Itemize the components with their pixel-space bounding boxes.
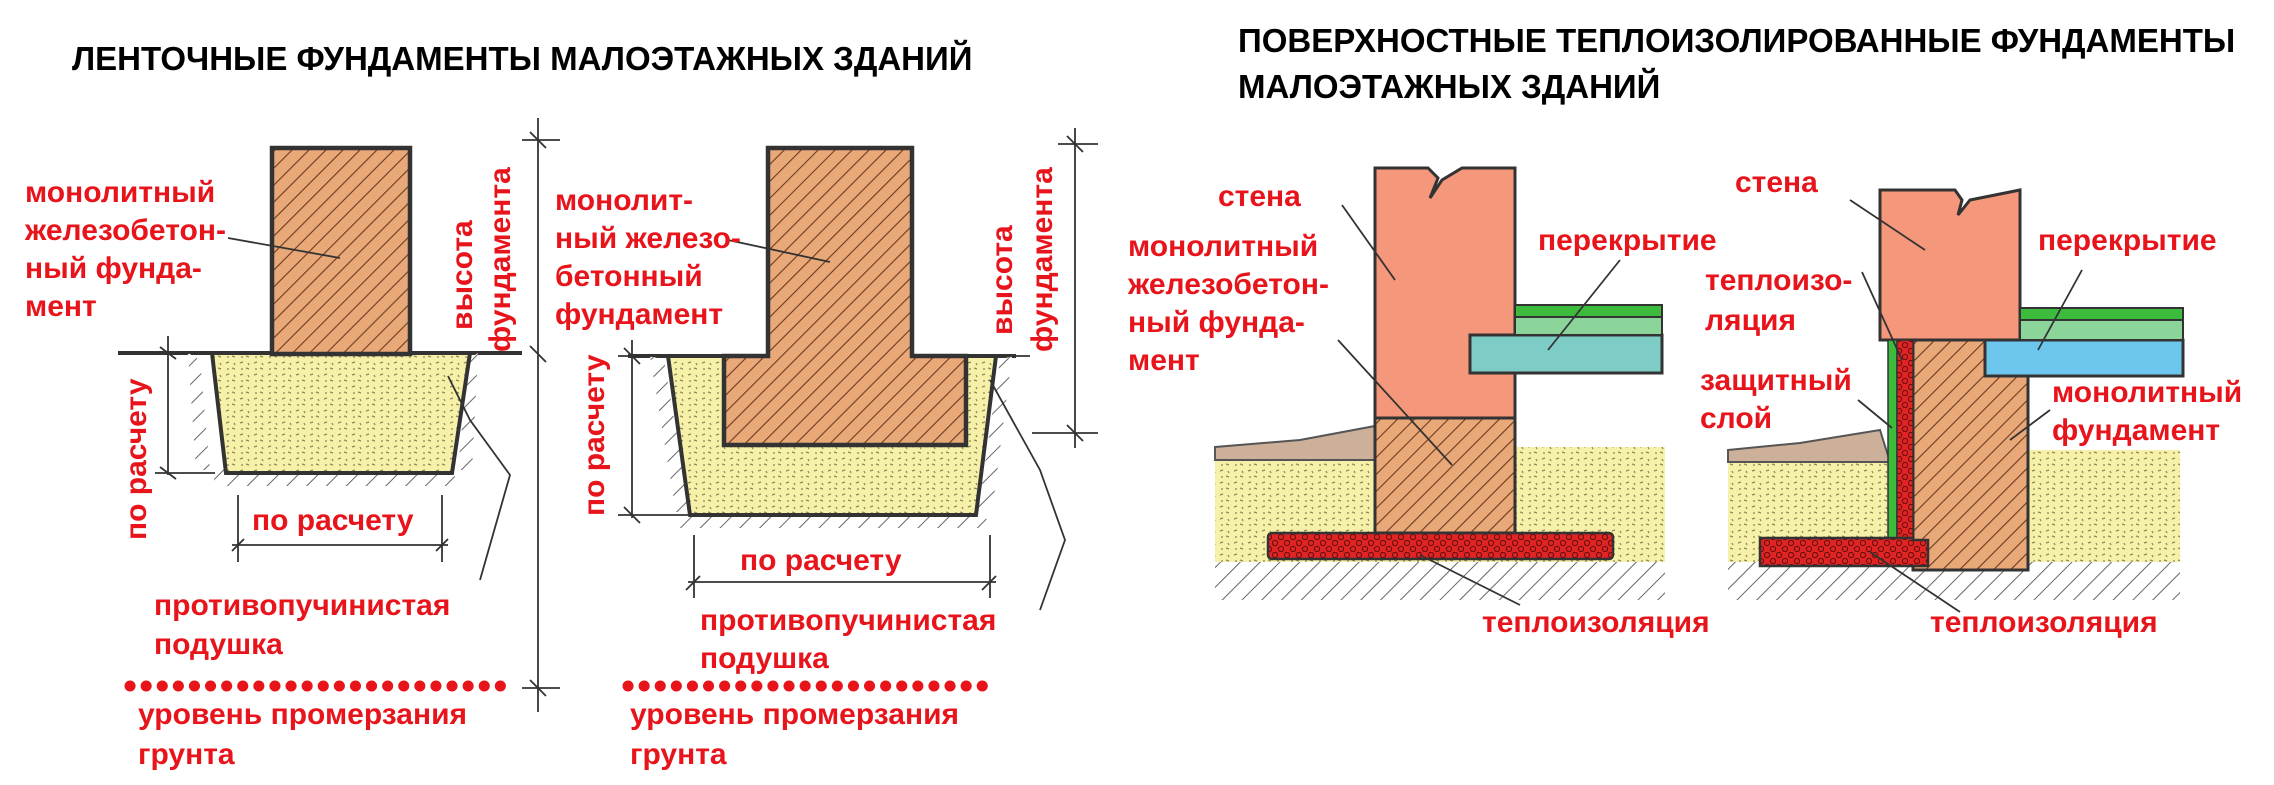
floor-slab-2 (1983, 338, 2185, 378)
shallow1-foundation-l1: монолитный (1128, 230, 1318, 263)
shallow1-foundation-l2: железобетон- (1127, 268, 1329, 301)
insulation-vertical (1896, 339, 1914, 541)
shallow2-insulation-side-l1: теплоизо- (1705, 264, 1852, 297)
shallow1-wall: стена (1218, 180, 1301, 213)
strip1-height-l1: высота (446, 220, 479, 330)
floor-green-1 (1514, 304, 1663, 318)
strip1-frost-l2: грунта (138, 738, 235, 771)
ground-1 (1215, 560, 1665, 600)
strip1-foundation-l4: мент (25, 290, 97, 323)
strip-foundation-2 (618, 128, 1098, 692)
strip1-frost-l1: уровень промерзания (138, 698, 467, 731)
strip1-cushion-l2: подушка (154, 628, 283, 661)
shallow1-foundation-l3: ный фунда- (1128, 306, 1305, 339)
shallow2-insulation-side-l2: ляция (1705, 304, 1796, 337)
protective-layer (1887, 339, 1898, 541)
shallow-foundation-2 (1727, 188, 2185, 613)
strip1-calc-horizontal: по расчету (252, 504, 414, 537)
shallow1-foundation-l4: мент (1128, 344, 1200, 377)
strip1-height-l2: фундамента (484, 167, 517, 352)
shallow1-insulation: теплоизоляция (1482, 606, 1710, 639)
strip2-height-l1: высота (986, 225, 1019, 335)
blind-area-2 (1727, 428, 1892, 463)
strip2-foundation-l2: ный железо- (555, 222, 741, 255)
strip2-calc-horizontal: по расчету (740, 544, 902, 577)
strip2-height-l2: фундамента (1026, 167, 1059, 352)
floor-mid-2 (2019, 319, 2184, 341)
shallow2-protective-l2: слой (1700, 402, 1772, 435)
right-title-line2: МАЛОЭТАЖНЫХ ЗДАНИЙ (1238, 67, 1660, 105)
right-title-line1: ПОВЕРХНОСТНЫЕ ТЕПЛОИЗОЛИРОВАННЫЕ ФУНДАМЕ… (1238, 22, 2235, 59)
trench-hatch-left (188, 353, 210, 470)
trench2-hatch-right (978, 356, 1012, 512)
shallow-foundation-1 (1214, 166, 1665, 606)
trench2-hatch-left (650, 356, 690, 512)
strip1-calc-vertical: по расчету (120, 378, 153, 540)
strip2-calc-vertical: по расчету (578, 354, 611, 516)
strip-foundation-1 (118, 118, 560, 712)
strip2-foundation-l1: монолит- (555, 184, 693, 217)
strip2-foundation-l3: бетонный (555, 260, 703, 293)
strip2-frost-l1: уровень промерзания (630, 698, 959, 731)
strip1-cushion-l1: противопучинистая (154, 589, 450, 622)
wall-2 (1878, 188, 2022, 342)
foundation-2 (721, 145, 969, 448)
shallow2-protective-l1: защитный (1700, 364, 1852, 397)
cushion-1 (209, 351, 473, 475)
strip2-cushion-l1: противопучинистая (700, 604, 996, 637)
strip2-frost-l2: грунта (630, 738, 727, 771)
strip1-foundation-l3: ный фунда- (25, 252, 202, 285)
blind-area-1 (1214, 424, 1376, 461)
wall-1 (1373, 166, 1517, 420)
shallow2-insulation: теплоизоляция (1930, 606, 2158, 639)
left-title: ЛЕНТОЧНЫЕ ФУНДАМЕНТЫ МАЛОЭТАЖНЫХ ЗДАНИЙ (72, 39, 972, 77)
trench-hatch-right (458, 353, 478, 470)
shallow-foundation-1-body (1373, 416, 1517, 535)
strip2-foundation-l4: фундамент (555, 298, 723, 331)
floor-slab-1 (1468, 333, 1664, 375)
shallow1-floor: перекрытие (1538, 224, 1717, 257)
strip1-foundation-l2: железобетон- (24, 214, 226, 247)
foundation-1 (269, 145, 413, 357)
shallow2-foundation-l1: монолитный (2052, 376, 2242, 409)
floor-mid-1 (1514, 316, 1663, 336)
strip1-foundation-l1: монолитный (25, 176, 215, 209)
shallow2-foundation-l2: фундамент (2052, 414, 2220, 447)
shallow2-floor: перекрытие (2038, 224, 2217, 257)
floor-green-2 (2019, 307, 2184, 321)
strip2-cushion-l2: подушка (700, 642, 829, 675)
insulation-1 (1266, 531, 1615, 561)
insulation-2 (1758, 536, 1930, 568)
shallow2-wall: стена (1735, 166, 1818, 199)
